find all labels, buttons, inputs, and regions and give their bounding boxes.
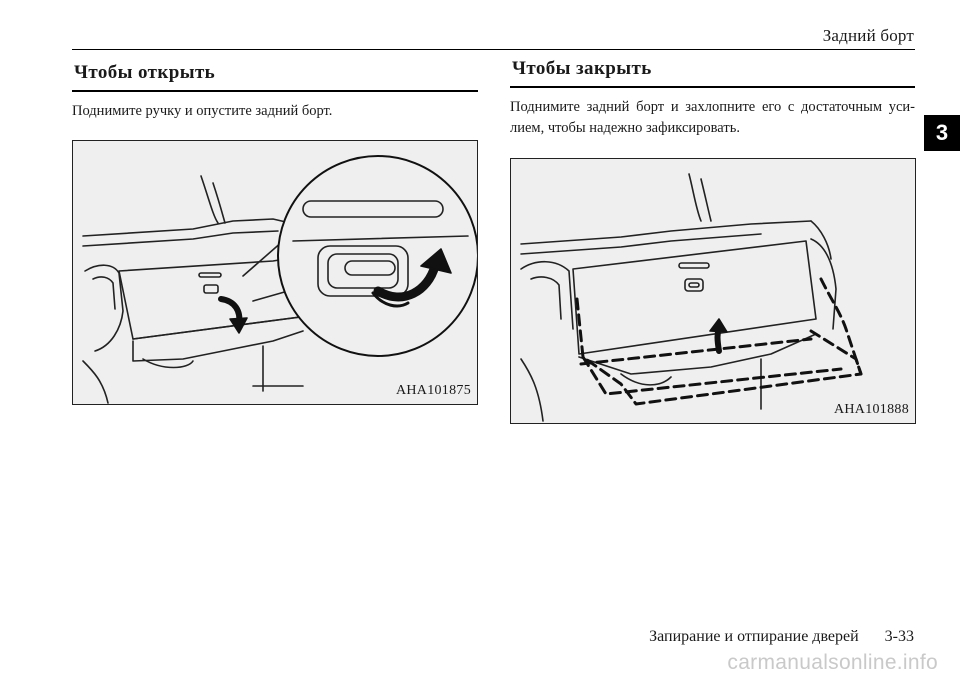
section-open-text: Поднимите ручку и опустите задний борт.: [72, 103, 333, 119]
tailgate-open-illustration: [82, 155, 477, 404]
page-header-title: Задний борт: [822, 26, 914, 45]
footer-page-number: 3-33: [884, 628, 914, 645]
figure-close-code: AHA101888: [833, 402, 909, 417]
section-open-title: Чтобы открыть: [72, 60, 478, 92]
figure-close-tailgate: AHA101888: [510, 158, 916, 424]
figure-open-code: AHA101875: [395, 383, 471, 398]
section-close-title: Чтобы закрыть: [510, 56, 915, 88]
section-close-text: Поднимите задний борт и захлопните его с…: [510, 99, 915, 136]
section-open: Чтобы открыть Поднимите ручку и опустите…: [72, 60, 478, 122]
tailgate-close-illustration: [520, 173, 863, 422]
footer-chapter: Запирание и отпирание дверей: [649, 628, 859, 645]
figure-open-tailgate: AHA101875: [72, 140, 478, 405]
watermark: carmanualsonline.info: [727, 651, 938, 674]
header-rule: [72, 49, 915, 50]
section-close: Чтобы закрыть Поднимите задний борт и за…: [510, 56, 915, 139]
page-footer: Запирание и отпирание дверей 3-33: [649, 628, 914, 646]
chapter-tab: 3: [924, 115, 960, 151]
